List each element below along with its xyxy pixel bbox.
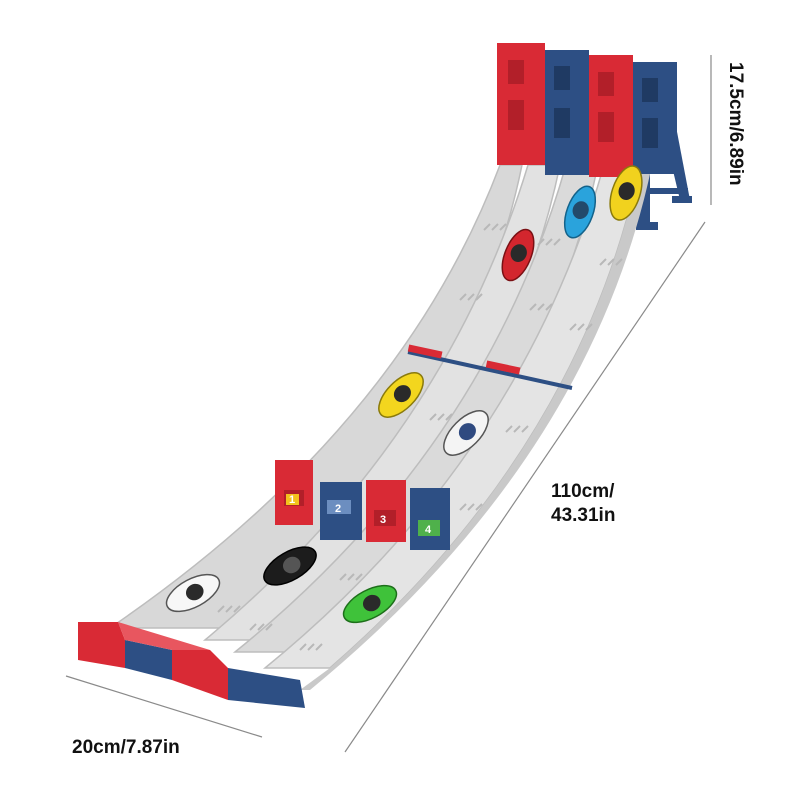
start-gate-3: 3 [366, 480, 406, 542]
end-barrier-red-1 [78, 622, 125, 668]
start-gate-4: 4 [410, 488, 450, 550]
start-gate-1: 1 [275, 460, 313, 525]
cars [165, 165, 643, 624]
start-gates: 1 2 3 4 [275, 460, 450, 550]
start-gate-2: 2 [320, 482, 362, 540]
width-dimension-label: 20cm/7.87in [72, 737, 180, 758]
length-dimension-label: 110cm/ 43.31in [551, 480, 615, 528]
end-barrier-red-2 [172, 650, 228, 700]
gate-number-2: 2 [335, 503, 341, 515]
gate-number-4: 4 [425, 524, 432, 536]
green-sports-car [342, 584, 398, 624]
black-race-car [263, 546, 317, 586]
yellow-sports-car [609, 165, 643, 221]
length-dimension-cm: 110cm/ [551, 481, 615, 502]
white-police-car [165, 573, 221, 613]
length-dimension-in: 43.31in [551, 505, 616, 526]
blue-sports-car [563, 185, 597, 239]
gate-number-3: 3 [380, 514, 386, 526]
red-sports-car [501, 228, 535, 282]
mid-track-connector [407, 344, 573, 390]
height-dimension-label: 17.5cm/6.89in [725, 62, 746, 186]
width-dimension-line [65, 675, 263, 738]
end-barrier [78, 622, 305, 708]
dimension-lines [65, 55, 712, 753]
end-barrier-blue-2 [228, 668, 305, 708]
end-barrier-blue-1 [125, 640, 172, 680]
launcher-towers [497, 43, 677, 177]
length-dimension-line [344, 221, 706, 753]
track-chevrons [217, 223, 623, 651]
gate-number-1: 1 [289, 494, 295, 506]
